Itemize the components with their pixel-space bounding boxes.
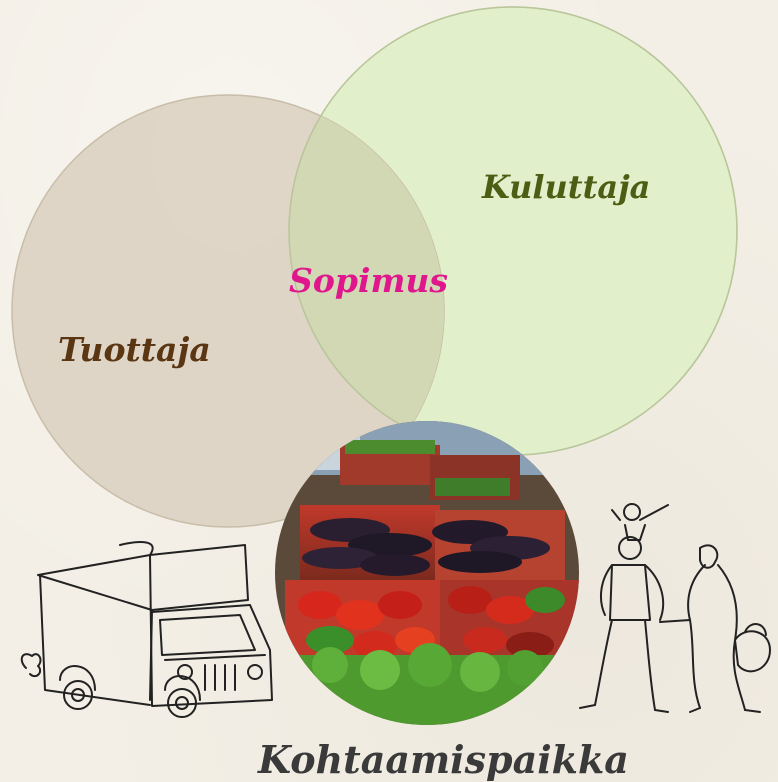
- producer-label: Tuottaja: [58, 330, 211, 369]
- agreement-label: Sopimus: [289, 261, 448, 300]
- family-walking-sketch: [579, 503, 771, 713]
- consumer-label: Kuluttaja: [482, 168, 651, 206]
- meeting-place-label: Kohtaamispaikka: [258, 737, 629, 782]
- delivery-truck-sketch: [20, 541, 273, 718]
